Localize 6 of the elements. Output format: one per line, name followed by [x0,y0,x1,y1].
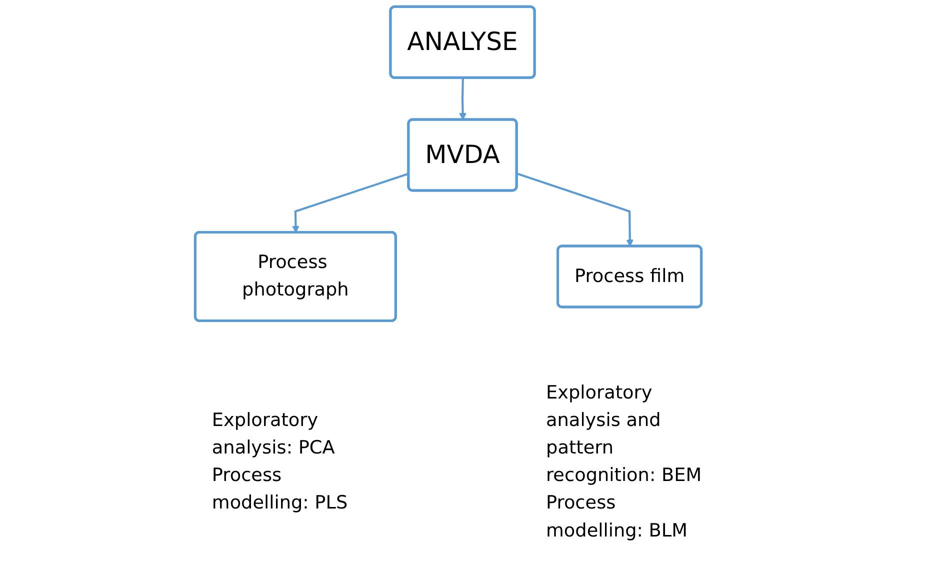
arrow [459,78,466,120]
node-label: Process modelling: BLM [546,492,688,542]
node-label: Process modelling: PLS [212,465,348,514]
arrow [516,172,634,247]
node-label: Exploratory analysis and pattern recognition: BEM [546,382,702,486]
node-label: Exploratory analysis: PCA [212,410,335,459]
